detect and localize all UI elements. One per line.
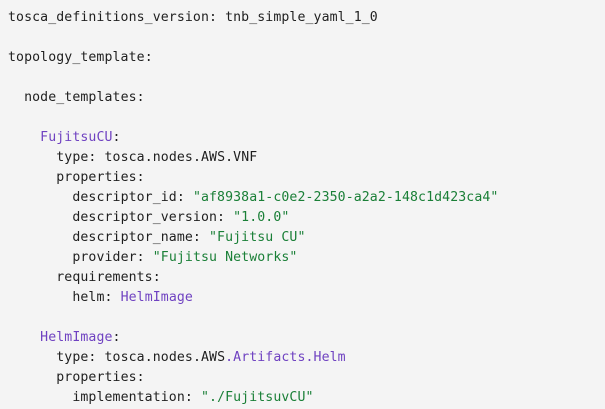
line-helm-requirement: helm: HelmImage <box>8 288 605 308</box>
token-type: .Artifacts.Helm <box>225 350 346 365</box>
token-plain: tosca.nodes.AWS.VNF <box>104 150 258 165</box>
line-fujitsucu: FujitsuCU: <box>8 128 605 148</box>
line-descriptor-version: descriptor_version: "1.0.0" <box>8 208 605 228</box>
code-line-blank <box>8 308 605 328</box>
token-punct: : <box>136 250 153 265</box>
token-key: node_templates <box>24 90 137 105</box>
token-key: helm <box>72 290 105 305</box>
line-descriptor-name: descriptor_name: "Fujitsu CU" <box>8 228 605 248</box>
code-line-blank <box>8 68 605 88</box>
line-tosca-definitions-version: tosca_definitions_version: tnb_simple_ya… <box>8 8 605 28</box>
token-node: HelmImage <box>120 290 193 305</box>
token-plain <box>8 250 72 265</box>
token-punct: : <box>209 10 226 25</box>
token-string: "./FujitsuvCU" <box>200 390 314 405</box>
token-key: tosca_definitions_version <box>8 10 209 25</box>
token-punct: : <box>104 290 121 305</box>
token-plain <box>8 350 56 365</box>
token-plain <box>8 370 56 385</box>
line-fujitsucu-type: type: tosca.nodes.AWS.VNF <box>8 148 605 168</box>
token-key: properties <box>56 170 137 185</box>
token-key: type <box>56 150 89 165</box>
token-punct: : <box>176 190 193 205</box>
token-key: descriptor_name <box>72 230 193 245</box>
token-key: topology_template <box>8 50 145 65</box>
token-plain <box>8 150 56 165</box>
token-punct: : <box>144 50 153 65</box>
token-string: "Fujitsu Networks" <box>152 250 298 265</box>
token-node: FujitsuCU <box>40 130 113 145</box>
token-key: descriptor_id <box>72 190 177 205</box>
line-fujitsucu-properties: properties: <box>8 168 605 188</box>
token-plain <box>8 390 72 405</box>
token-plain <box>8 130 40 145</box>
token-node: HelmImage <box>40 330 113 345</box>
token-punct: : <box>112 130 121 145</box>
token-punct: : <box>184 390 201 405</box>
line-requirements: requirements: <box>8 268 605 288</box>
line-topology-template: topology_template: <box>8 48 605 68</box>
token-plain <box>8 170 56 185</box>
token-punct: : <box>88 350 105 365</box>
token-key: properties <box>56 370 137 385</box>
token-punct: : <box>136 370 145 385</box>
line-implementation: implementation: "./FujitsuvCU" <box>8 388 605 408</box>
token-punct: : <box>88 150 105 165</box>
token-key: implementation <box>72 390 185 405</box>
token-key: type <box>56 350 89 365</box>
token-plain <box>8 210 72 225</box>
token-string: "1.0.0" <box>233 210 290 225</box>
line-helmimage: HelmImage: <box>8 328 605 348</box>
line-helmimage-type: type: tosca.nodes.AWS.Artifacts.Helm <box>8 348 605 368</box>
token-plain <box>8 90 24 105</box>
token-string: "Fujitsu CU" <box>209 230 306 245</box>
token-punct: : <box>152 270 161 285</box>
line-descriptor-id: descriptor_id: "af8938a1-c0e2-2350-a2a2-… <box>8 188 605 208</box>
token-key: requirements <box>56 270 153 285</box>
token-plain: tosca.nodes.AWS <box>104 350 226 365</box>
token-plain <box>8 190 72 205</box>
token-punct: : <box>217 210 234 225</box>
line-helmimage-properties: properties: <box>8 368 605 388</box>
token-punct: : <box>192 230 210 245</box>
code-line-blank <box>8 108 605 128</box>
token-plain <box>8 330 40 345</box>
token-key: descriptor_version <box>72 210 218 225</box>
token-plain <box>8 230 72 245</box>
token-key: provider <box>72 250 137 265</box>
token-plain <box>8 290 72 305</box>
line-node-templates: node_templates: <box>8 88 605 108</box>
token-string: "af8938a1-c0e2-2350-a2a2-148c1d423ca4" <box>192 190 499 205</box>
line-provider: provider: "Fujitsu Networks" <box>8 248 605 268</box>
code-line-blank <box>8 28 605 48</box>
token-plain: tnb_simple_yaml_1_0 <box>225 10 378 25</box>
token-punct: : <box>136 90 145 105</box>
token-punct: : <box>112 330 121 345</box>
token-punct: : <box>136 170 145 185</box>
token-plain <box>8 270 56 285</box>
